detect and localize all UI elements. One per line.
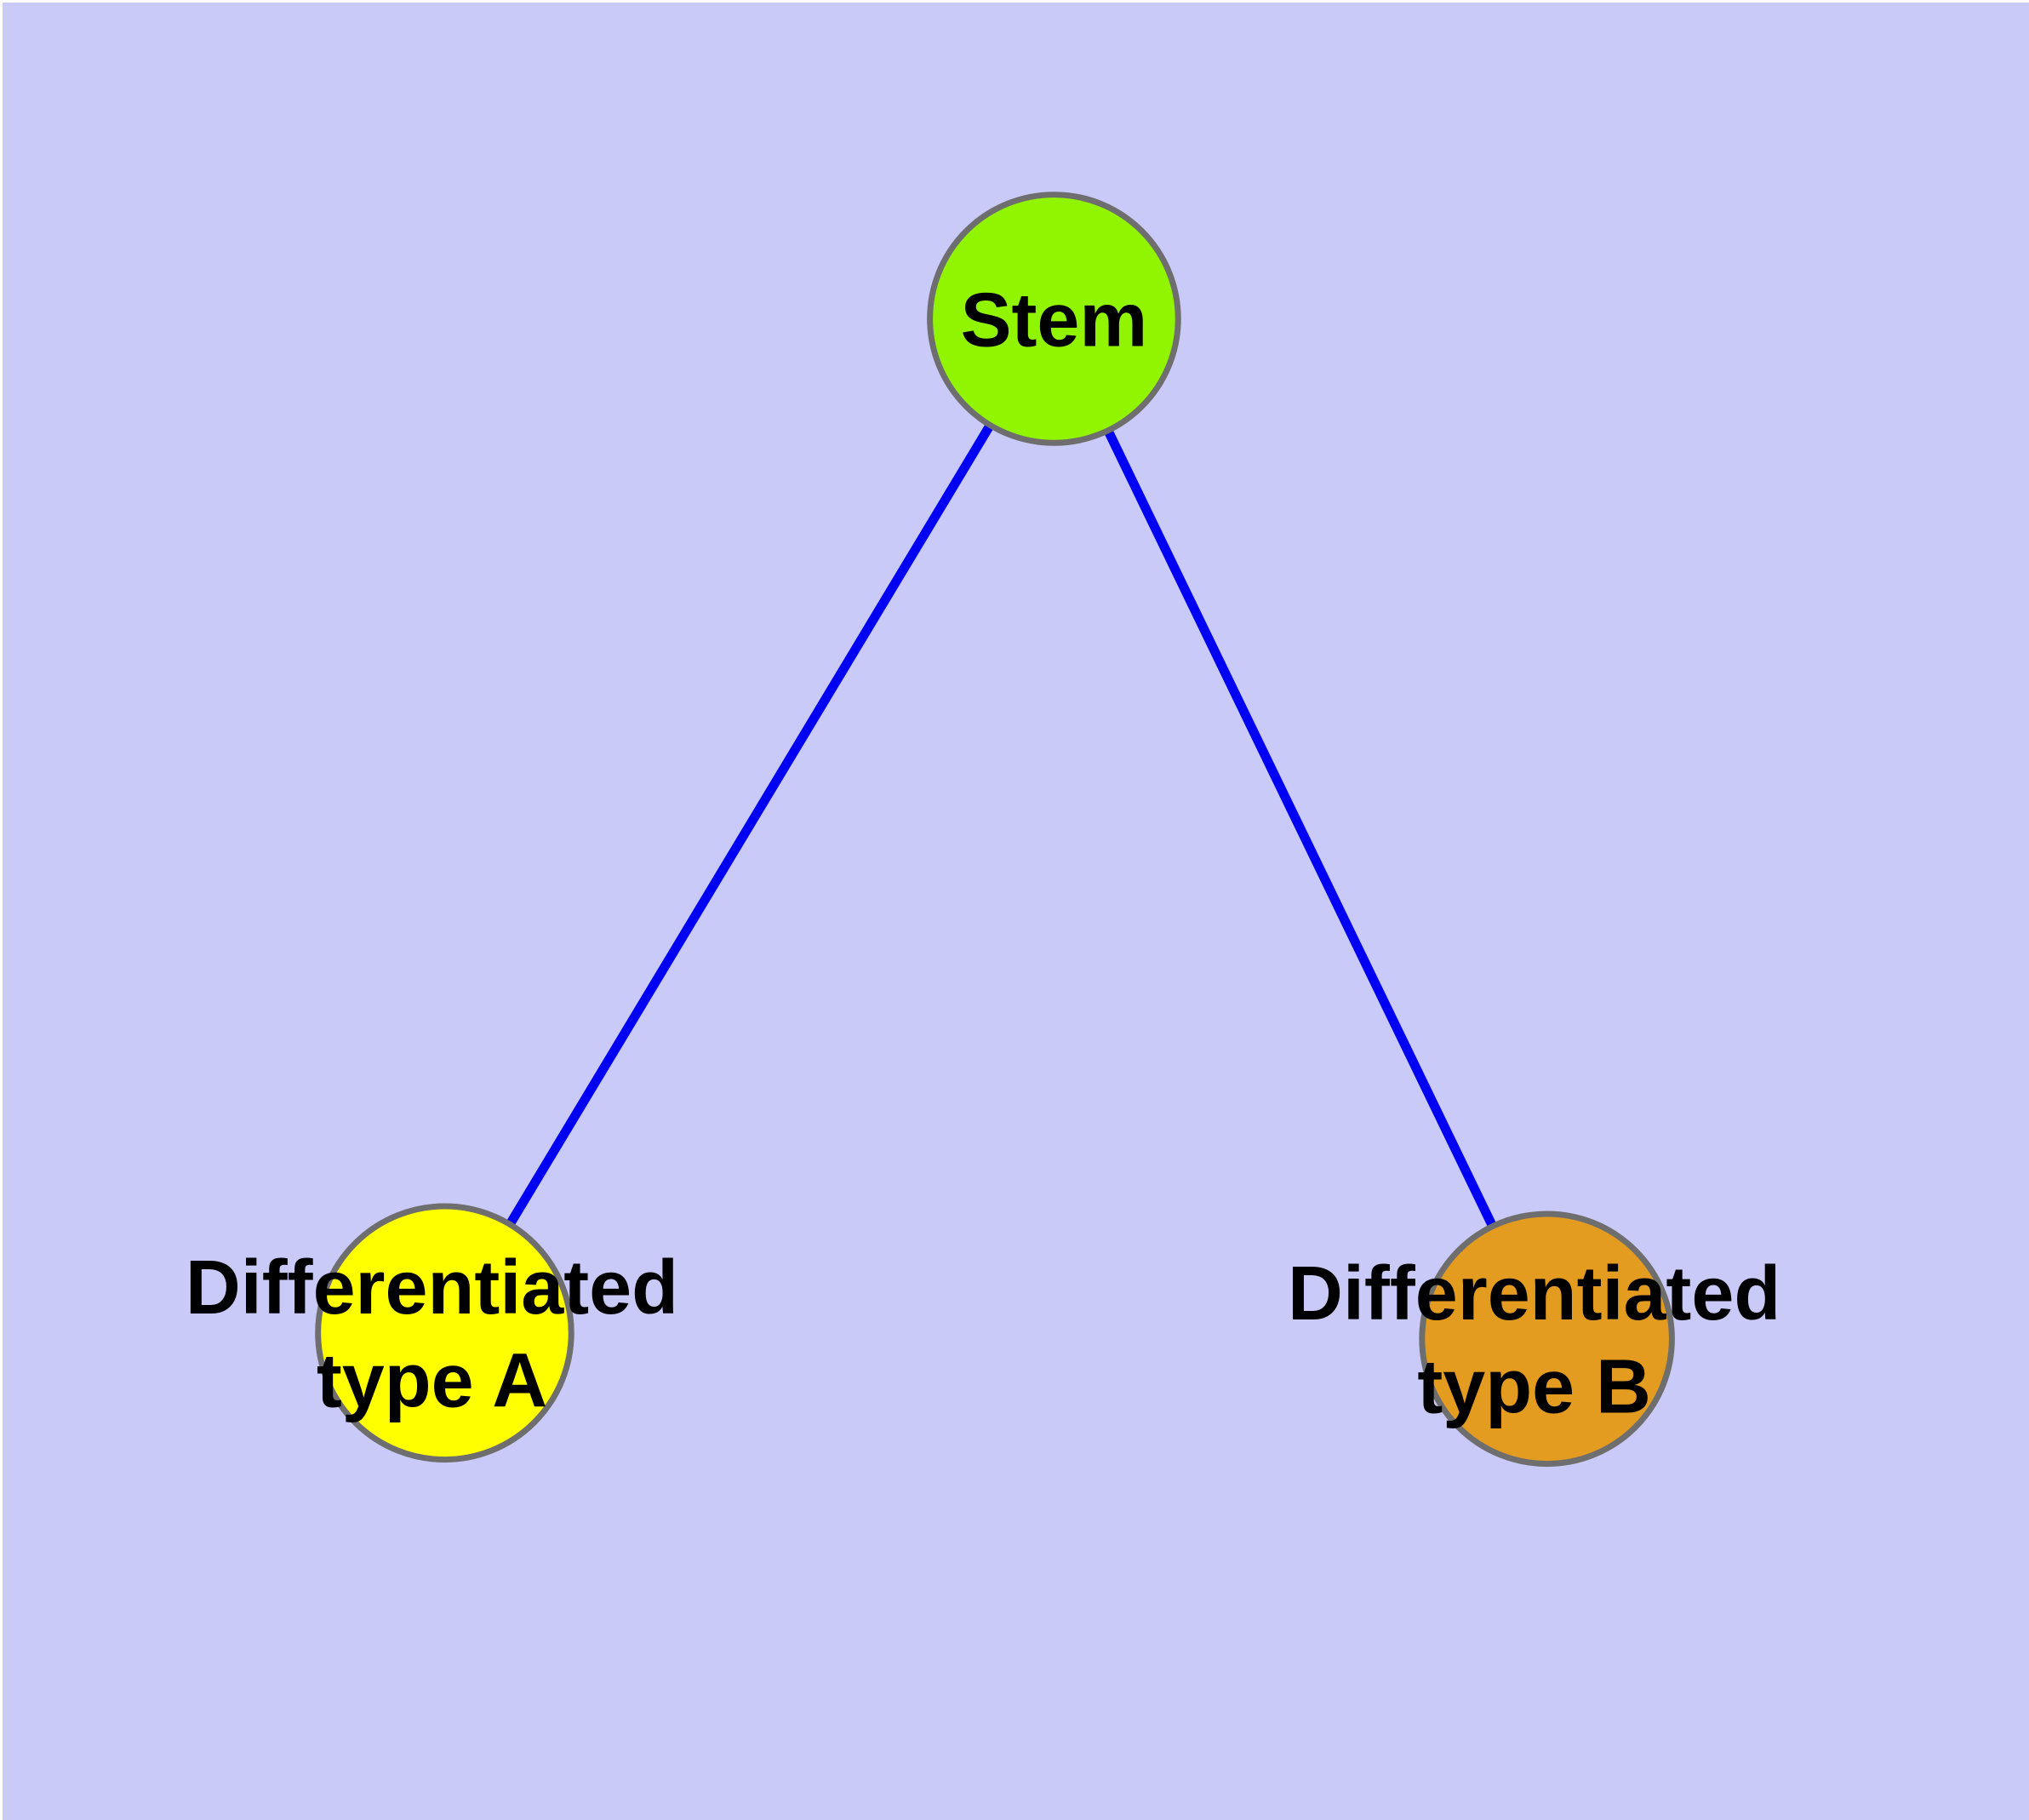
edge-stem-to-differentiated-type-b <box>1049 317 1552 1342</box>
node-stem-label-line-1: Stem <box>961 278 1148 363</box>
edge-stem-to-differentiated-type-a <box>440 316 1059 1336</box>
node-layer <box>315 192 1675 1468</box>
node-differentiated-type-b-label-line-2: type B <box>1417 1345 1651 1430</box>
node-differentiated-type-b-label-line-1: Differentiated <box>1288 1251 1780 1336</box>
node-differentiated-type-a[interactable] <box>315 1203 574 1463</box>
node-differentiated-type-a-label-line-2: type A <box>317 1339 547 1424</box>
node-differentiated-type-a-label-line-1: Differentiated <box>186 1245 678 1331</box>
node-stem[interactable] <box>927 192 1181 446</box>
edge-layer <box>440 316 1552 1342</box>
node-differentiated-type-b[interactable] <box>1419 1210 1675 1468</box>
